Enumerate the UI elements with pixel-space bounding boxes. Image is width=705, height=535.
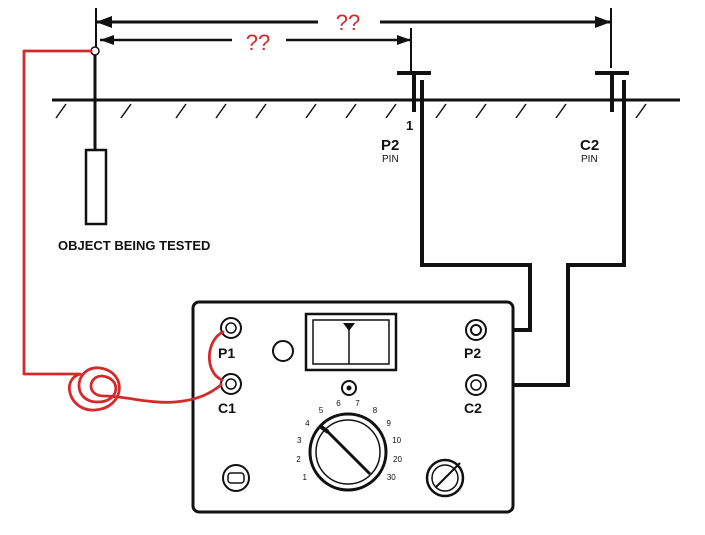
red-test-lead: [22, 49, 223, 412]
terminal-p2-label: P2: [464, 345, 481, 361]
dial-mark: 10: [392, 436, 401, 445]
c2-pin-sublabel: PIN: [581, 154, 598, 165]
terminal-p1-label: P1: [218, 345, 235, 361]
p2-pin-marker: 1: [406, 118, 413, 133]
dial-mark: 3: [297, 436, 302, 445]
test-electrode: [84, 46, 108, 226]
dial-mark: 1: [302, 473, 307, 482]
adjust-knob-icon[interactable]: [425, 458, 465, 498]
ground-line: [52, 98, 680, 119]
c2-lead-wire: [486, 80, 626, 387]
power-switch[interactable]: [222, 464, 250, 492]
dial-mark: 7: [355, 399, 360, 408]
dial-mark: 9: [386, 419, 391, 428]
range-dial-icon[interactable]: [308, 412, 388, 492]
terminal-c2-icon[interactable]: [465, 374, 487, 396]
p2-pin-label: P2: [381, 137, 399, 154]
terminal-c1-label: C1: [218, 400, 236, 416]
dial-mark: 8: [373, 406, 378, 415]
dial-mark: 2: [296, 455, 301, 464]
meter-gauge-icon: [304, 312, 398, 396]
dial-mark: 4: [305, 419, 310, 428]
dial-mark: 30: [387, 473, 396, 482]
dial-mark: 5: [319, 406, 324, 415]
red-jumper-p1-c1: [208, 330, 225, 382]
distance-partial-label: ??: [246, 30, 270, 55]
dial-mark: 20: [393, 455, 402, 464]
dial-mark: 6: [336, 399, 341, 408]
object-label: OBJECT BEING TESTED: [58, 238, 210, 253]
terminal-c1-icon[interactable]: [220, 373, 242, 395]
terminal-c2-label: C2: [464, 400, 482, 416]
p2-pin-sublabel: PIN: [382, 154, 399, 165]
distance-total-label: ??: [336, 10, 360, 35]
terminal-p1-icon[interactable]: [220, 317, 242, 339]
p2-lead-wire: [420, 80, 532, 332]
terminal-p2-icon[interactable]: [465, 319, 487, 341]
p2-pin: [397, 71, 431, 112]
c2-pin: [595, 71, 629, 112]
indicator-lamp: [272, 340, 294, 362]
c2-pin-label: C2: [580, 137, 599, 154]
